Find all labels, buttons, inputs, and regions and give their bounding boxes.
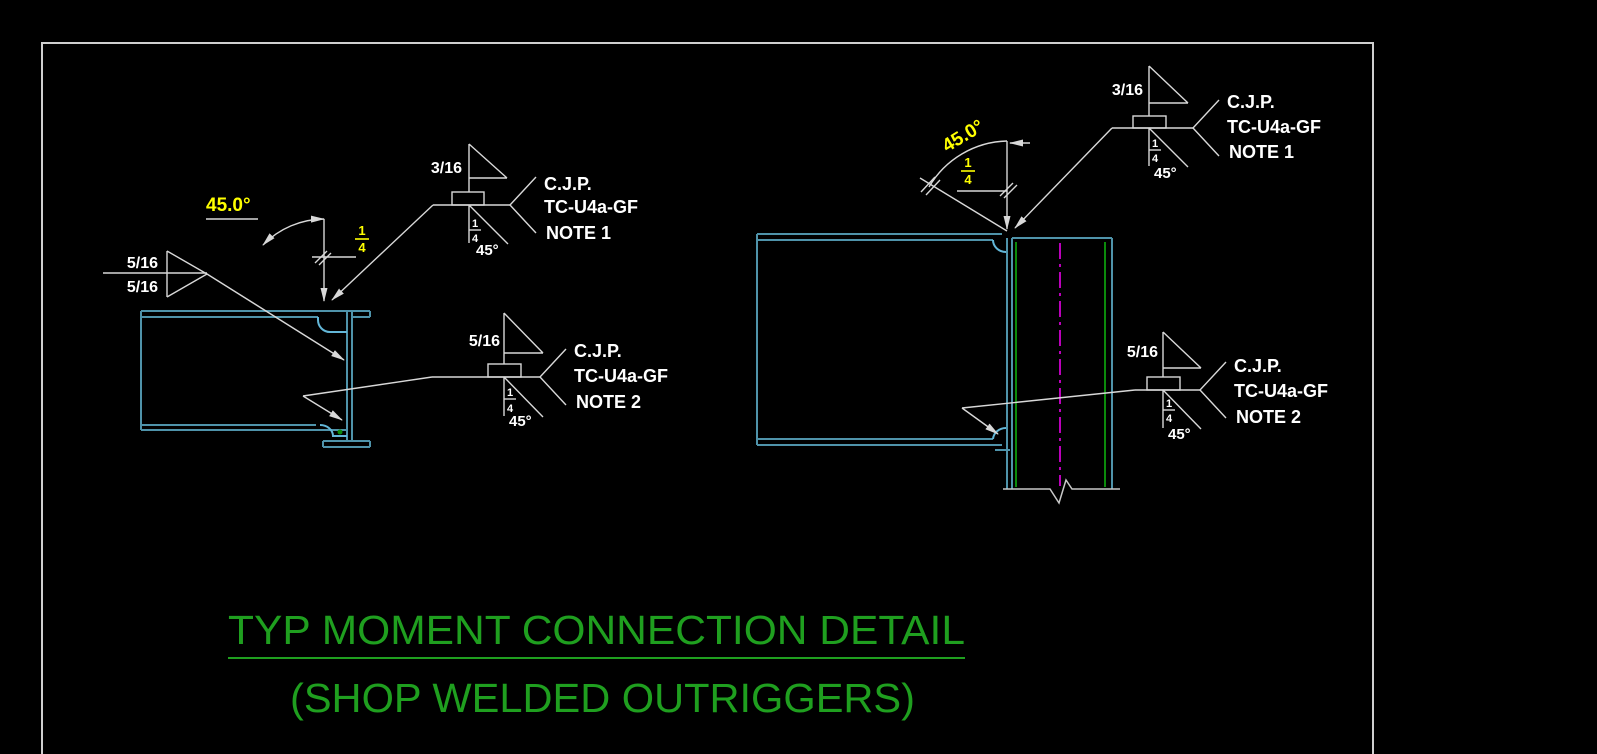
weld1-tail-line2: TC-U4a-GF (544, 197, 638, 217)
weld2-tail-fork (1199, 361, 1227, 419)
fillet-triangles (166, 250, 209, 298)
weld1-size: 3/16 (1112, 82, 1143, 99)
title-line1: TYP MOMENT CONNECTION DETAIL (228, 607, 965, 653)
left-beam-outline (140, 310, 371, 448)
right-angle-dimension: 45.0° 1 4 (919, 116, 1030, 232)
angle-arc (262, 215, 325, 246)
weld1-frac-num: 1 (472, 218, 478, 230)
right-detail: 45.0° 1 4 3/16 1 4 45° C.J.P. T (756, 65, 1328, 505)
weld1-bevel-symbol (468, 204, 509, 245)
fillet-size-bottom: 5/16 (127, 279, 158, 296)
weld2-tail-line2: TC-U4a-GF (574, 366, 668, 386)
column-flange-toe-lines (1015, 242, 1106, 487)
left-angle-dimension: 45.0° 1 4 (206, 195, 369, 302)
weld2-leader-arrow (961, 407, 999, 435)
weld1-frac-den: 4 (1152, 153, 1159, 165)
fillet-leader-arrow (206, 273, 345, 361)
weld2-frac-num: 1 (507, 387, 513, 399)
weld2-frac-den: 4 (507, 403, 514, 415)
weld1-tail-line1: C.J.P. (1227, 92, 1275, 112)
root-opening-numerator: 1 (358, 223, 365, 238)
weld1-fillet-triangle (468, 143, 508, 192)
weld1-tail-line2: TC-U4a-GF (1227, 117, 1321, 137)
detail-title: TYP MOMENT CONNECTION DETAIL (SHOP WELDE… (228, 607, 965, 721)
weld2-fillet-triangle (1162, 331, 1202, 377)
weld2-backing-bar-symbol (1146, 376, 1181, 391)
right-beam-outline (756, 233, 1010, 451)
weld2-bevel-symbol (503, 376, 544, 418)
support-top-flange-tab (352, 311, 371, 318)
support-bottom-flange (322, 440, 371, 448)
column-left-face-lines (1006, 238, 1013, 489)
left-weld-symbol-note1: 3/16 1 4 45° C.J.P. TC-U4a-GF NOTE 1 (331, 143, 638, 301)
weld1-leader-arrow (331, 204, 434, 301)
weld2-bevel-angle: 45° (1168, 426, 1191, 443)
weld2-backing-bar-symbol (487, 363, 522, 378)
weld2-fillet-triangle (503, 312, 544, 364)
weld2-leader-arrow (302, 395, 343, 421)
weld1-tail-line3: NOTE 1 (546, 223, 611, 243)
weld-dot (337, 429, 343, 435)
left-double-fillet-symbol: 5/16 5/16 (103, 250, 345, 361)
left-detail: 5/16 5/16 45.0° 1 4 3/16 1 (103, 143, 668, 448)
root-opening-denominator: 4 (964, 172, 972, 187)
weld2-size: 5/16 (469, 333, 500, 350)
weld1-tail-line1: C.J.P. (544, 174, 592, 194)
weld1-tail-line3: NOTE 1 (1229, 142, 1294, 162)
dimension-ticks (999, 182, 1018, 199)
weld2-bevel-angle: 45° (509, 413, 532, 430)
right-weld-symbol-note2: 5/16 1 4 45° C.J.P. TC-U4a-GF NOTE 2 (961, 331, 1328, 443)
fillet-size-top: 5/16 (127, 255, 158, 272)
support-web-lines (346, 311, 353, 441)
dimension-ticks (314, 250, 332, 266)
weld1-tail-fork (509, 176, 537, 234)
viewport-border (41, 42, 1374, 754)
title-line2: (SHOP WELDED OUTRIGGERS) (290, 675, 915, 721)
angle-label: 45.0° (939, 116, 988, 157)
root-opening-denominator: 4 (358, 240, 366, 255)
weld1-bevel-symbol (1148, 127, 1189, 168)
left-weld-symbol-note2: 5/16 1 4 45° C.J.P. TC-U4a-GF NOTE 2 (302, 312, 668, 430)
weld2-bevel-symbol (1162, 389, 1202, 430)
top-weld-access-hole (992, 239, 1007, 253)
weld2-tail-line3: NOTE 2 (1236, 407, 1301, 427)
right-column (1003, 237, 1120, 505)
angle-label: 45.0° (206, 195, 251, 216)
right-weld-symbol-note1: 3/16 1 4 45° C.J.P. TC-U4a-GF NOTE 1 (1014, 65, 1321, 229)
angle-arc (928, 140, 1008, 188)
weld2-tail-line3: NOTE 2 (576, 392, 641, 412)
weld2-frac-num: 1 (1166, 398, 1172, 410)
weld1-leader-arrow (1014, 127, 1113, 229)
bottom-weld-access-hole (319, 424, 347, 437)
column-break-line (1003, 478, 1120, 505)
weld1-fillet-triangle (1148, 65, 1189, 116)
weld2-leader (961, 389, 1136, 409)
weld2-frac-den: 4 (1166, 413, 1173, 425)
weld1-backing-bar-symbol (451, 191, 485, 206)
weld2-tail-line2: TC-U4a-GF (1234, 381, 1328, 401)
weld2-size: 5/16 (1127, 344, 1158, 361)
root-opening-numerator: 1 (964, 155, 971, 170)
weld1-bevel-angle: 45° (476, 242, 499, 259)
weld1-size: 3/16 (431, 160, 462, 177)
weld1-bevel-angle: 45° (1154, 165, 1177, 182)
weld1-tail-fork (1192, 99, 1220, 157)
bottom-weld-access-hole (992, 426, 1007, 440)
weld2-tail-line1: C.J.P. (574, 341, 622, 361)
weld1-frac-den: 4 (472, 233, 479, 245)
weld2-leader (302, 376, 433, 397)
arc-end-ticks (920, 176, 941, 196)
weld1-backing-bar-symbol (1132, 115, 1167, 129)
weld2-tail-fork (539, 348, 567, 406)
weld2-tail-line1: C.J.P. (1234, 356, 1282, 376)
weld1-frac-num: 1 (1152, 138, 1158, 150)
top-weld-access-hole (317, 317, 347, 333)
